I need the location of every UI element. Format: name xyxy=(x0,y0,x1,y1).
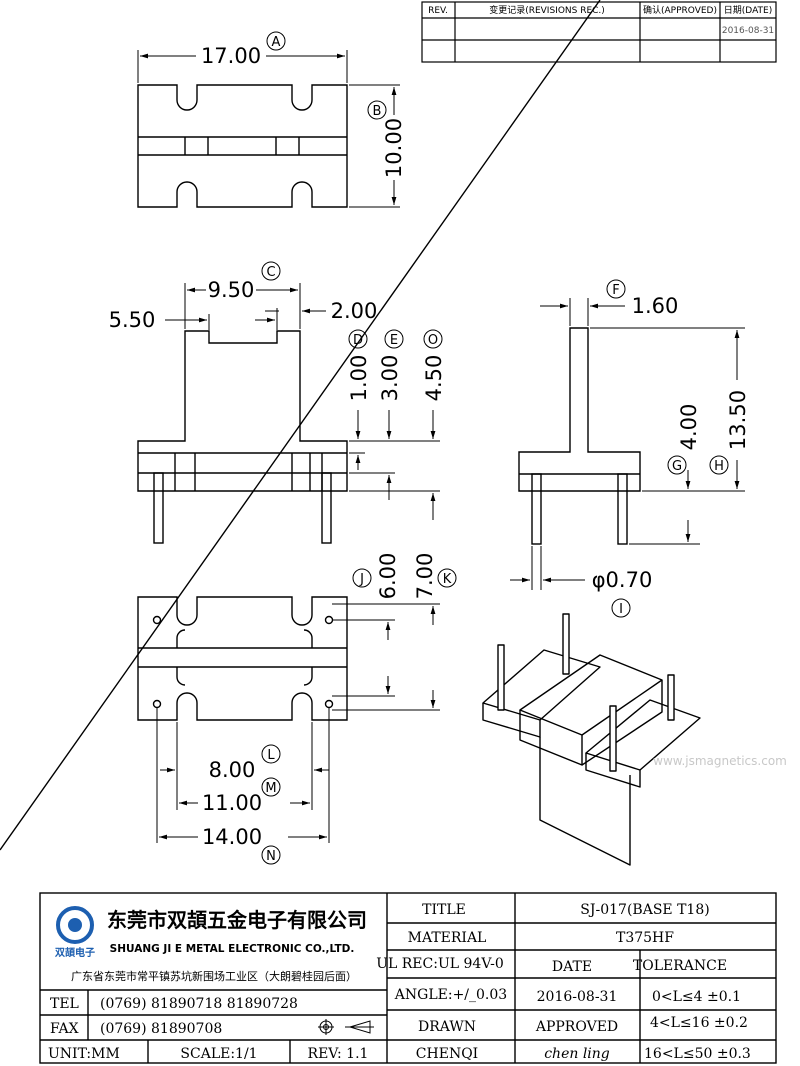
dim-c-value: 9.50 xyxy=(208,278,255,302)
dimension-b xyxy=(349,84,400,208)
dim-i-letter: I xyxy=(619,602,623,617)
title-label: TITLE xyxy=(422,902,466,918)
dim-k-value: 7.00 xyxy=(413,553,437,600)
revision-header-approved: 确认(APPROVED) xyxy=(643,4,717,16)
approved-value: chen ling xyxy=(544,1046,610,1062)
dim-e-value: 3.00 xyxy=(378,355,402,402)
dim-m-value: 11.00 xyxy=(202,791,262,815)
dim-h-letter: H xyxy=(714,459,724,474)
dimension-f-g-h xyxy=(540,279,745,545)
side-view xyxy=(518,327,641,545)
title-block xyxy=(39,892,777,1064)
dim-k-letter: K xyxy=(443,572,452,587)
dim-g-letter: G xyxy=(672,459,682,474)
approved-label: APPROVED xyxy=(535,1019,618,1035)
dim-l-value: 8.00 xyxy=(209,758,256,782)
dim-f-letter: F xyxy=(612,283,619,298)
dimension-l-m-n xyxy=(156,708,330,865)
dim-c-left-value: 5.50 xyxy=(109,308,156,332)
dim-d-value: 1.00 xyxy=(347,355,371,402)
company-name-en: SHUANG JI E METAL ELECTRONIC CO.,LTD. xyxy=(110,943,355,955)
top-view xyxy=(137,84,348,208)
revision-header-records: 变更记录(REVISIONS REC.) xyxy=(489,4,605,16)
ul-rec: UL REC:UL 94V-0 xyxy=(376,956,504,972)
logo-text: 双頡电子 xyxy=(55,946,95,959)
dim-b-value: 10.00 xyxy=(382,118,406,178)
watermark: www.jsmagnetics.com xyxy=(653,754,787,768)
revision-header-rev: REV. xyxy=(428,6,448,16)
material-value: T375HF xyxy=(616,930,674,946)
tolerance-row-2: 4<L≤16 ±0.2 xyxy=(650,1015,748,1031)
fax-value: (0769) 81890708 xyxy=(100,1021,222,1037)
front-view xyxy=(137,330,348,544)
dimension-a xyxy=(137,31,348,83)
dim-c-right-value: 2.00 xyxy=(331,299,378,323)
dim-n-value: 14.00 xyxy=(202,825,262,849)
dimension-j-k xyxy=(332,568,457,711)
date-value: 2016-08-31 xyxy=(537,989,618,1005)
dim-o-letter: O xyxy=(428,333,438,348)
dim-b-letter: B xyxy=(373,104,382,119)
dim-c-letter: C xyxy=(266,265,275,280)
dim-i-value: φ0.70 xyxy=(592,568,653,592)
projection-symbol xyxy=(318,1019,374,1035)
dim-a-value: 17.00 xyxy=(201,44,261,68)
tolerance-label: TOLERANCE xyxy=(633,958,727,974)
revision-date: 2016-08-31 xyxy=(722,26,774,36)
tolerance-row-1: 0<L≤4 ±0.1 xyxy=(652,989,741,1005)
tel-label: TEL xyxy=(50,996,79,1012)
tel-value: (0769) 81890718 81890728 xyxy=(100,996,298,1012)
company-address: 广东省东莞市常平镇苏坑新围场工业区（大朗碧桂园后面） xyxy=(71,969,357,983)
dimension-i xyxy=(510,546,631,618)
bottom-view xyxy=(137,596,348,721)
company-logo xyxy=(56,906,94,944)
dim-d-letter: D xyxy=(353,333,363,348)
angle-tolerance: ANGLE:+/_0.03 xyxy=(394,987,507,1003)
drawn-value: CHENQI xyxy=(416,1046,478,1062)
dimension-c xyxy=(165,261,326,330)
dim-j-value: 6.00 xyxy=(376,553,400,600)
dim-a-letter: A xyxy=(272,35,281,50)
material-label: MATERIAL xyxy=(408,930,487,946)
dim-l-letter: L xyxy=(267,748,275,763)
dim-h-value: 13.50 xyxy=(726,390,750,450)
isometric-view xyxy=(0,0,701,866)
company-name-cn: 东莞市双頡五金电子有限公司 xyxy=(107,908,367,932)
fax-label: FAX xyxy=(50,1021,79,1037)
dim-o-value: 4.50 xyxy=(422,355,446,402)
dim-j-letter: J xyxy=(359,572,364,587)
dimension-d-e-o xyxy=(348,329,443,520)
dim-m-letter: M xyxy=(265,781,276,796)
title-value: SJ-017(BASE T18) xyxy=(580,902,709,918)
rev-label: REV: 1.1 xyxy=(308,1046,369,1062)
dim-e-letter: E xyxy=(390,333,398,348)
dim-f-value: 1.60 xyxy=(632,294,679,318)
unit-label: UNIT:MM xyxy=(48,1046,120,1062)
date-label: DATE xyxy=(552,959,592,975)
dim-g-value: 4.00 xyxy=(677,404,701,451)
revision-header-date: 日期(DATE) xyxy=(724,5,772,16)
dim-n-letter: N xyxy=(266,849,276,864)
drawn-label: DRAWN xyxy=(418,1019,476,1035)
scale-label: SCALE:1/1 xyxy=(180,1046,257,1062)
tolerance-row-3: 16<L≤50 ±0.3 xyxy=(644,1046,751,1062)
